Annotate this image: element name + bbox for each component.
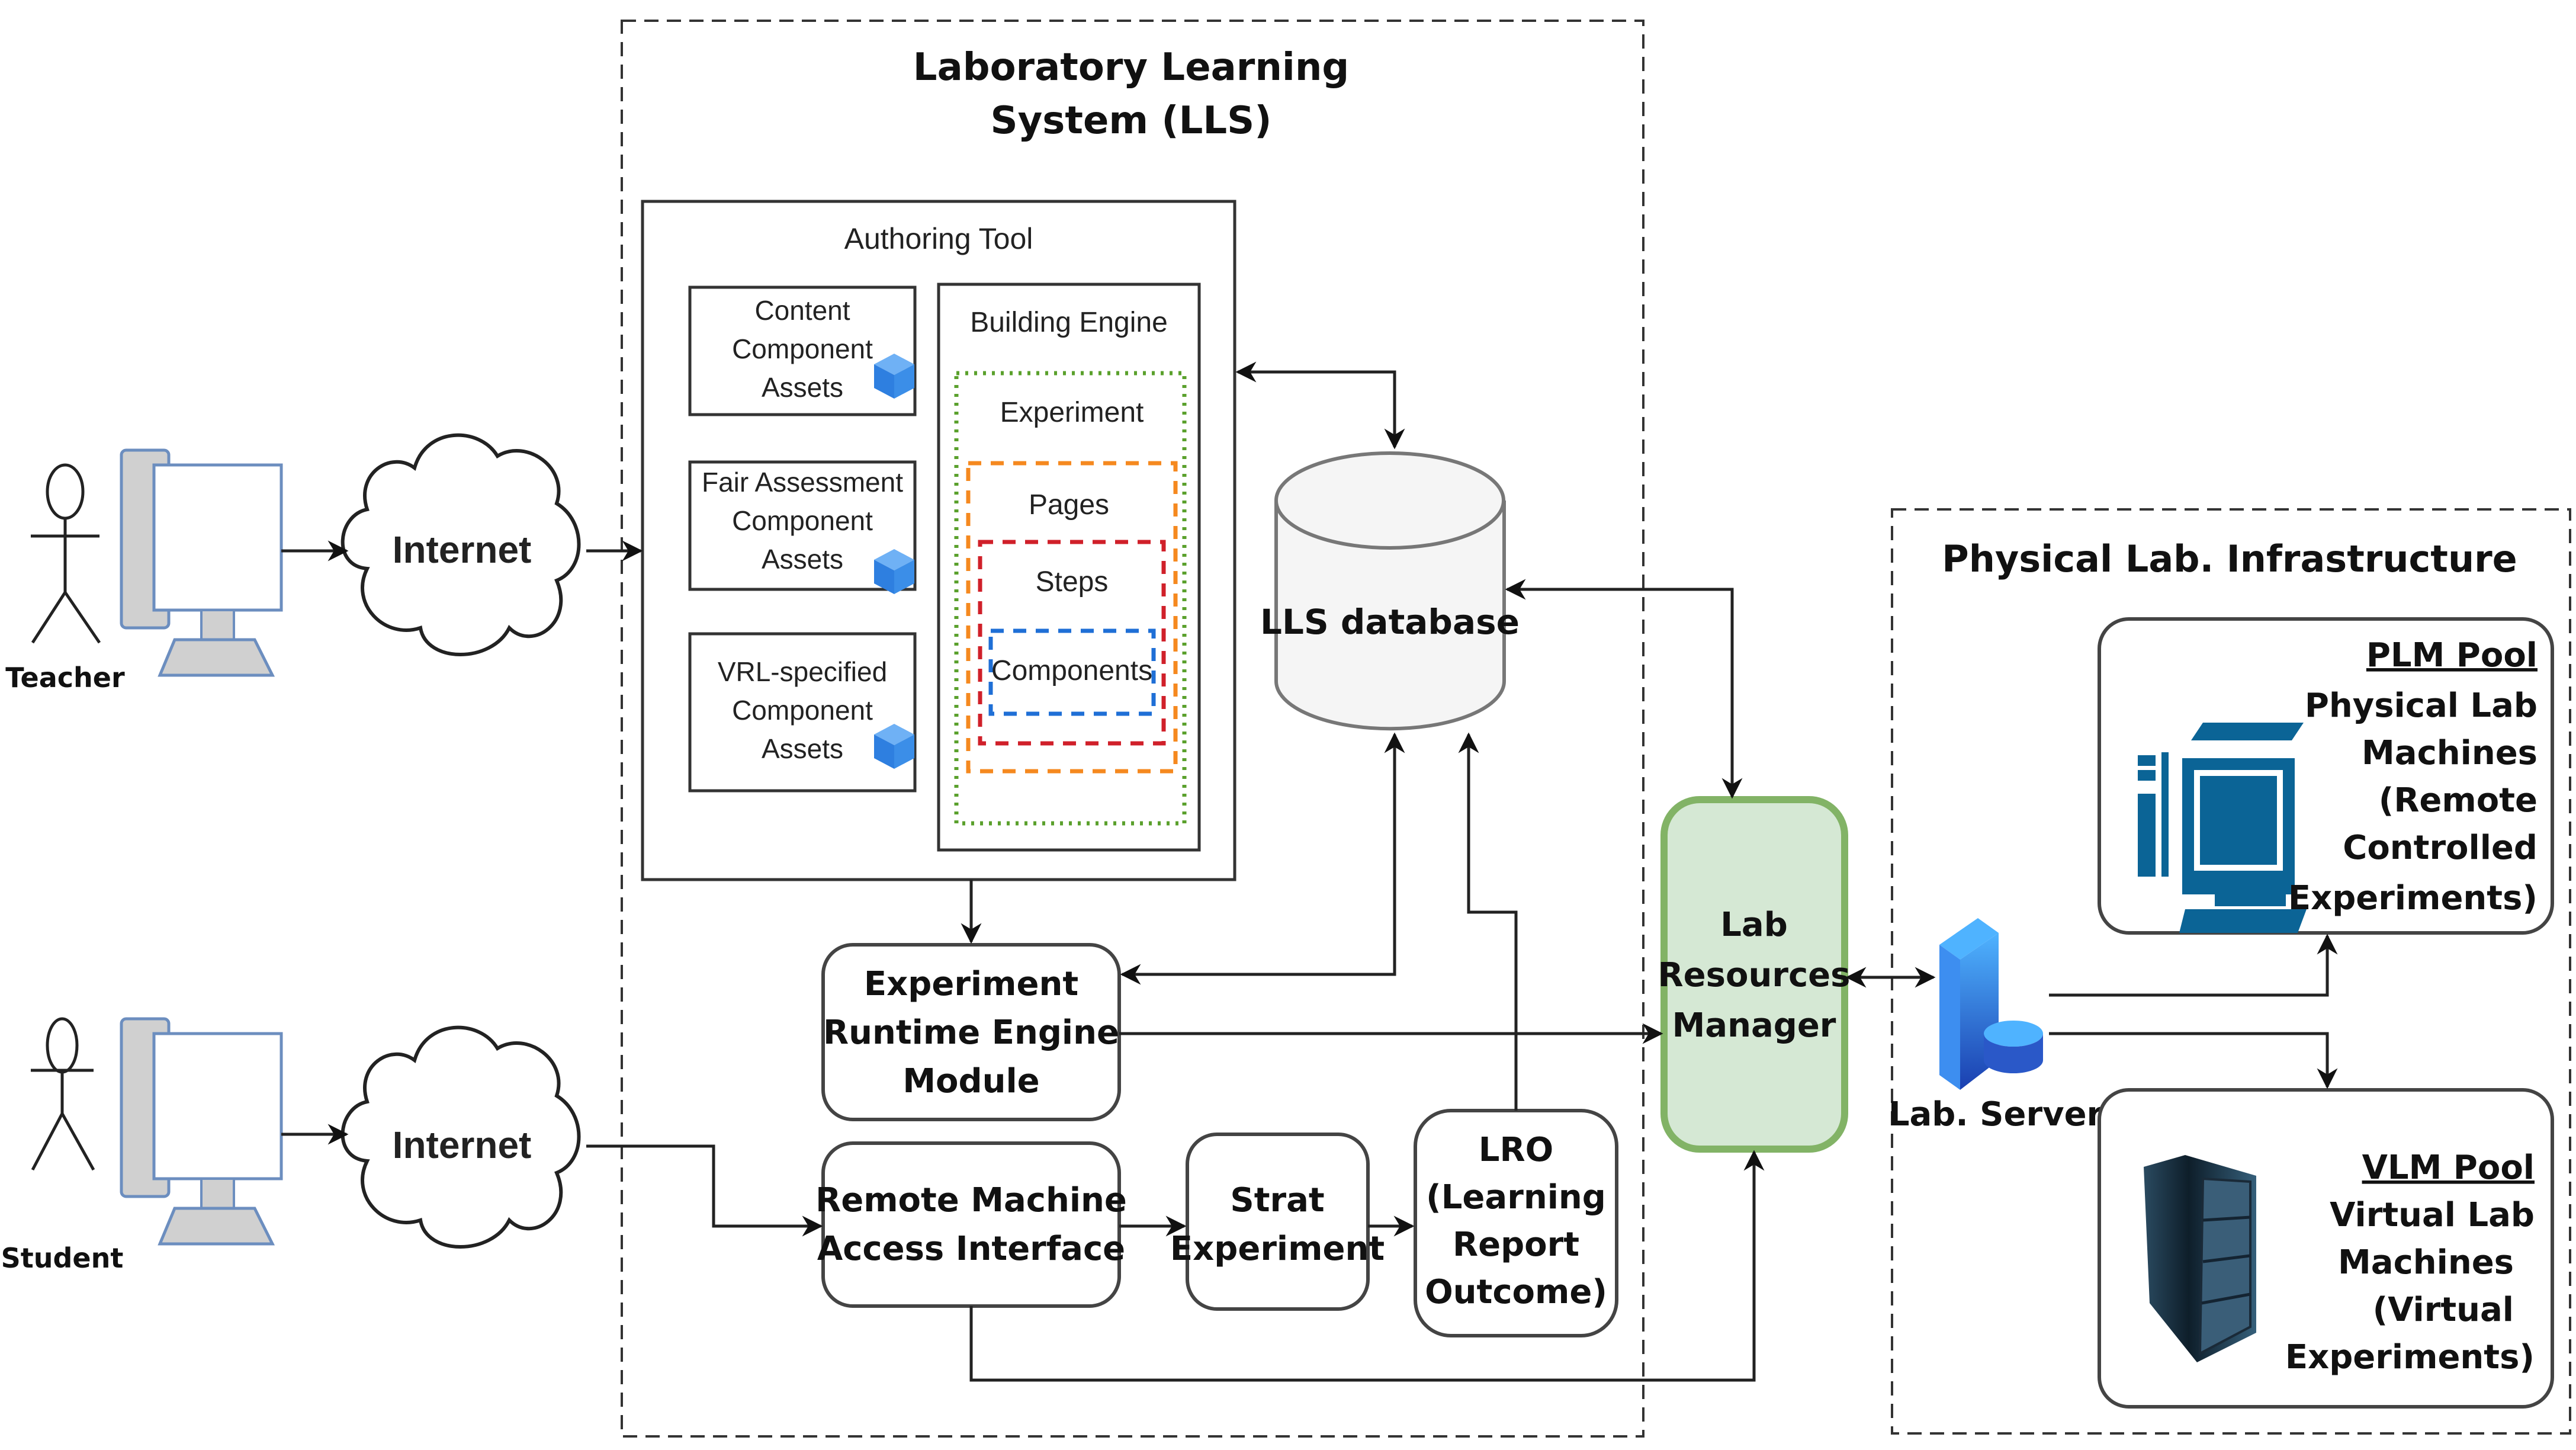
arrow-server-vlm xyxy=(2049,1032,2338,1089)
vlm-pool[interactable]: VLM Pool Virtual Lab Machines (Virtual E… xyxy=(2098,1088,2554,1409)
steps-label: Steps xyxy=(1036,566,1109,598)
module-label: Outcome) xyxy=(1425,1273,1607,1311)
strat-experiment[interactable]: Strat Experiment xyxy=(1170,1133,1385,1311)
plm-line: (Remote xyxy=(2379,781,2538,820)
student-actor: Student xyxy=(1,1017,124,1274)
asset-box xyxy=(688,632,917,793)
asset-box xyxy=(688,285,917,416)
lro-learning-report-outcome[interactable]: LRO (Learning Report Outcome) xyxy=(1414,1109,1618,1337)
server-label: Lab. Server xyxy=(1888,1095,2103,1134)
arrow-remote-manager xyxy=(969,1150,1765,1382)
components-label: Components xyxy=(991,655,1152,686)
lls-frame xyxy=(621,20,1644,1438)
vlm-line: Machines xyxy=(2338,1243,2514,1282)
physical-computer-icon xyxy=(2138,723,2307,933)
module-label: Module xyxy=(902,1062,1039,1101)
experiment-runtime-engine-module[interactable]: Experiment Runtime Engine Module xyxy=(821,943,1121,1121)
arrow-server-plm xyxy=(2049,933,2338,997)
asset-label: Fair Assessment xyxy=(702,467,903,498)
teacher-computer-icon xyxy=(120,448,283,677)
module-label: Manager xyxy=(1672,1006,1836,1045)
arrow-db-manager xyxy=(1505,579,1743,799)
experiment-layer xyxy=(954,371,1187,826)
asset-label: Assets xyxy=(762,372,843,403)
pages-label: Pages xyxy=(1029,489,1109,521)
lls-database[interactable]: LLS database xyxy=(1260,451,1520,731)
teacher-label: Teacher xyxy=(5,662,125,694)
physical-lab-frame xyxy=(1891,508,2571,1435)
server-rack-icon xyxy=(2144,1155,2256,1362)
server-icon xyxy=(1939,918,2043,1090)
arrow-db-runtime xyxy=(1120,732,1405,985)
cube-icon xyxy=(874,354,914,399)
internet-cloud-teacher[interactable]: Internet xyxy=(341,433,581,656)
asset-label: Component xyxy=(732,333,873,364)
lab-server[interactable]: Lab. Server xyxy=(1888,918,2103,1134)
building-engine-title: Building Engine xyxy=(970,307,1168,338)
connectors xyxy=(281,361,2338,1382)
module-label: Experiment xyxy=(1170,1230,1385,1268)
student-label: Student xyxy=(1,1242,124,1274)
steps-layer xyxy=(978,540,1166,746)
asset-label: VRL-specified xyxy=(718,656,887,687)
plm-line: Controlled xyxy=(2343,829,2538,867)
arrow-lro-db xyxy=(1458,732,1518,1111)
module-label: Runtime Engine xyxy=(823,1013,1119,1052)
module-label: Remote Machine xyxy=(815,1181,1127,1220)
asset-label: Assets xyxy=(762,544,843,575)
asset-vrl-specified[interactable]: VRL-specified Component Assets xyxy=(688,632,917,793)
remote-machine-access-interface[interactable]: Remote Machine Access Interface xyxy=(815,1141,1127,1308)
components-layer xyxy=(988,628,1156,716)
cube-icon xyxy=(874,724,914,769)
internet-label: Internet xyxy=(393,1124,532,1166)
asset-label: Component xyxy=(732,695,873,726)
experiment-label: Experiment xyxy=(1000,397,1144,428)
module-label: Report xyxy=(1453,1226,1579,1264)
stick-figure-icon xyxy=(31,1017,95,1171)
plm-line: Physical Lab xyxy=(2305,686,2538,725)
module-label: Resources xyxy=(1658,956,1851,995)
plm-pool[interactable]: PLM Pool Physical Lab Machines (Remote C… xyxy=(2098,617,2554,935)
lls-title-line2: System (LLS) xyxy=(990,99,1271,143)
internet-cloud-student[interactable]: Internet xyxy=(341,1025,581,1249)
arrow-authoring-db xyxy=(1235,361,1405,450)
module-label: Strat xyxy=(1230,1181,1324,1220)
plm-title: PLM Pool xyxy=(2366,636,2538,675)
plm-line: Experiments) xyxy=(2288,879,2538,918)
lls-title-line1: Laboratory Learning xyxy=(913,46,1349,89)
vlm-line: Virtual Lab xyxy=(2330,1196,2535,1234)
authoring-tool-title: Authoring Tool xyxy=(844,222,1033,255)
vlm-line: (Virtual xyxy=(2373,1291,2514,1329)
student-computer-icon xyxy=(120,1017,283,1246)
module-label: (Learning xyxy=(1426,1178,1606,1217)
plm-line: Machines xyxy=(2362,734,2538,772)
arrow-internet-remote-access xyxy=(586,1144,823,1237)
vlm-title: VLM Pool xyxy=(2362,1149,2535,1187)
vlm-line: Experiments) xyxy=(2285,1338,2535,1377)
physical-lab-title: Physical Lab. Infrastructure xyxy=(1942,537,2517,580)
cube-icon xyxy=(874,549,914,594)
database-label: LLS database xyxy=(1260,602,1520,642)
teacher-actor: Teacher xyxy=(5,463,125,694)
internet-label: Internet xyxy=(393,528,532,571)
lab-resources-manager[interactable]: Lab Resources Manager xyxy=(1658,796,1851,1153)
asset-label: Content xyxy=(754,295,850,326)
pages-layer xyxy=(966,461,1178,774)
module-label: Access Interface xyxy=(817,1230,1125,1268)
module-label: Lab xyxy=(1720,906,1788,944)
asset-label: Component xyxy=(732,505,873,536)
module-label: Experiment xyxy=(864,965,1078,1003)
module-label: LRO xyxy=(1479,1131,1553,1169)
stick-figure-icon xyxy=(31,463,101,644)
asset-content[interactable]: Content Component Assets xyxy=(688,285,917,416)
asset-label: Assets xyxy=(762,733,843,764)
